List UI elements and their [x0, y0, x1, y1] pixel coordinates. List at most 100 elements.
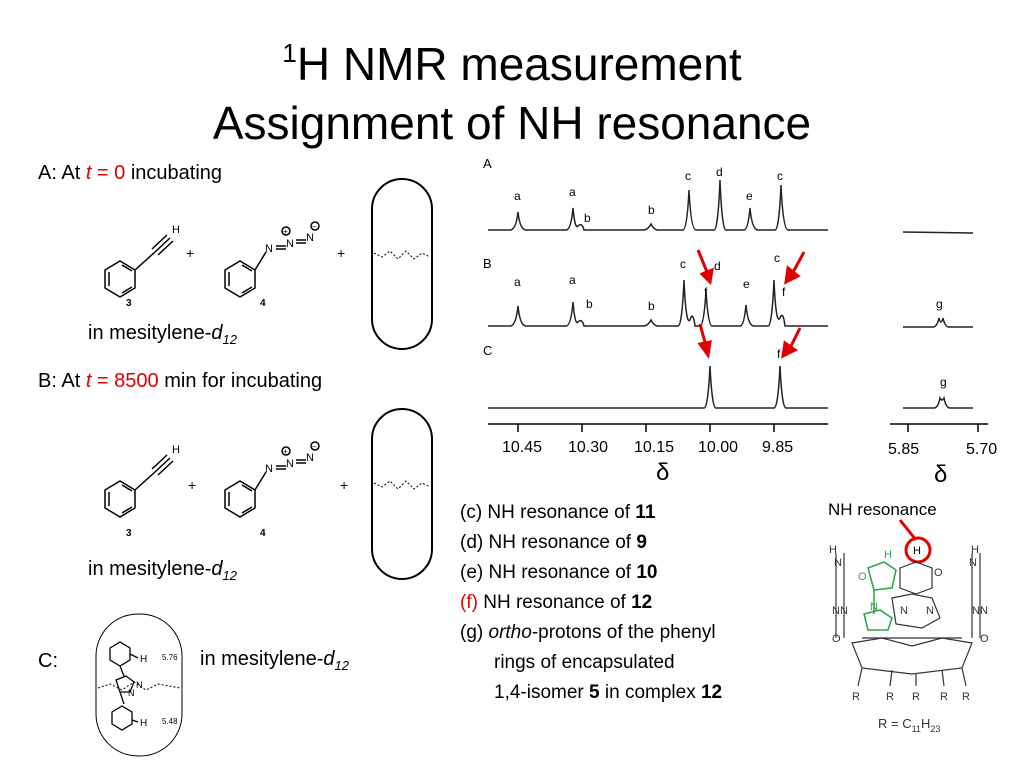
svg-text:+: + — [283, 227, 288, 236]
panel-a-solvent-d: d — [211, 322, 223, 344]
trace-a-side — [902, 231, 974, 234]
panel-b-prefix: B: At — [38, 370, 86, 392]
main-ticks: 10.45 10.30 10.15 10.00 9.85 — [502, 439, 793, 456]
trace-c-side — [903, 395, 973, 409]
panel-a-eq: = 0 — [91, 162, 126, 184]
panel-b-solvent: in mesitylene-d12 — [88, 558, 237, 583]
svg-text:H: H — [172, 224, 180, 236]
title-line-2: Assignment of NH resonance — [212, 97, 812, 149]
svg-text:10.00: 10.00 — [698, 439, 738, 456]
main-axis — [488, 423, 828, 432]
svg-text:5.70: 5.70 — [966, 441, 997, 458]
panel-a-solvent: in mesitylene-d12 — [88, 322, 237, 347]
panel-c-complex: H N N H 5.76 5.48 — [95, 613, 183, 757]
panel-c-solvent-sub: 12 — [334, 658, 349, 673]
green-highlight — [863, 561, 897, 631]
svg-text:b: b — [586, 297, 593, 311]
legend-g-tag: (g) — [460, 622, 489, 643]
panel-a-solvent-text: in mesitylene- — [88, 322, 212, 344]
title-line-1: 1H NMR measurement — [0, 26, 1024, 91]
panel-a-reactants: H + N N N + − + 3 4 — [104, 221, 345, 309]
phenyl-azide-structure — [224, 221, 320, 298]
trace-b-side — [903, 317, 973, 328]
svg-text:R: R — [886, 691, 894, 703]
svg-text:b: b — [648, 299, 655, 313]
svg-text:N: N — [286, 238, 294, 250]
svg-text:H: H — [971, 544, 979, 556]
panel-a-solvent-sub: 12 — [222, 332, 237, 347]
svg-text:N: N — [926, 605, 934, 617]
legend-g3-num: 5 — [589, 682, 600, 703]
panel-b-solvent-text: in mesitylene- — [88, 558, 212, 580]
panel-c-solvent-d: d — [323, 648, 335, 670]
svg-text:g: g — [940, 375, 947, 389]
side-ticks: 5.85 5.70 — [888, 441, 997, 458]
capsule-b-icon — [371, 408, 433, 580]
svg-text:H: H — [829, 544, 837, 556]
svg-text:H: H — [884, 549, 892, 561]
panel-c-solvent: in mesitylene-d12 — [200, 648, 349, 673]
svg-text:N: N — [306, 232, 314, 244]
compound-3-label: 3 — [126, 298, 132, 309]
svg-text:f: f — [704, 285, 708, 299]
svg-text:e: e — [746, 189, 753, 203]
svg-text:H: H — [140, 654, 147, 665]
svg-text:b: b — [648, 203, 655, 217]
panel-a-t: t — [85, 162, 92, 184]
delta-symbol-main: δ — [656, 459, 669, 486]
svg-text:R: R — [912, 691, 920, 703]
panel-b-eq: = 8500 — [91, 370, 159, 392]
svg-text:e: e — [743, 277, 750, 291]
svg-text:+: + — [340, 477, 348, 493]
legend-c-num: 11 — [635, 502, 656, 523]
svg-text:O: O — [980, 633, 989, 645]
trace-label-a: A — [483, 156, 492, 171]
panel-a-suffix: incubating — [125, 162, 223, 184]
svg-text:N: N — [265, 463, 273, 475]
peak-labels-b: a a b b c f d e c f g — [514, 251, 943, 313]
svg-text:−: − — [312, 442, 317, 451]
svg-text:10.30: 10.30 — [568, 439, 608, 456]
legend-g-text: -protons of the phenyl — [531, 622, 716, 643]
nh-highlight-circle — [904, 536, 932, 564]
svg-text:a: a — [569, 185, 576, 199]
svg-text:N: N — [136, 680, 143, 690]
panel-b-suffix: min for incubating — [158, 370, 323, 392]
capsule-a-icon — [371, 178, 433, 350]
legend-g3-text2: in complex — [599, 682, 701, 703]
legend-f-text: NH resonance of — [477, 592, 632, 613]
svg-text:N: N — [265, 243, 273, 255]
panel-b-t: t — [85, 370, 92, 392]
legend-g3: 1,4-isomer 5 in complex 12 — [460, 678, 722, 708]
panel-b-solvent-sub: 12 — [222, 568, 237, 583]
legend: (c) NH resonance of 11 (d) NH resonance … — [460, 498, 722, 708]
svg-text:−: − — [312, 222, 317, 231]
legend-g3-num2: 12 — [700, 682, 723, 703]
compound-3-label-b: 3 — [126, 528, 132, 539]
svg-text:H: H — [140, 718, 147, 729]
trace-b — [488, 279, 828, 327]
svg-text:9.85: 9.85 — [762, 439, 793, 456]
panel-a-label: A: At t = 0 incubating — [38, 162, 222, 185]
panel-b-reactants: H + N N N + − + 3 4 — [104, 441, 348, 539]
trace-c — [488, 365, 828, 409]
r-labels: R R R R R — [852, 691, 970, 703]
svg-text:R: R — [852, 691, 860, 703]
legend-g2: rings of encapsulated — [494, 652, 675, 673]
svg-text:N: N — [306, 452, 314, 464]
svg-text:R = C11H23: R = C11H23 — [878, 716, 940, 734]
legend-e-text: (e) NH resonance of — [460, 562, 637, 583]
svg-text:5.85: 5.85 — [888, 441, 919, 458]
panel-b-label: B: At t = 8500 min for incubating — [38, 370, 322, 393]
svg-text:d: d — [716, 165, 723, 179]
panel-c-solvent-text: in mesitylene- — [200, 648, 324, 670]
compound-4-label-b: 4 — [260, 528, 266, 539]
svg-text:+: + — [337, 245, 345, 261]
svg-text:N: N — [834, 557, 842, 569]
trace-label-c: C — [483, 343, 492, 358]
legend-e-num: 10 — [636, 562, 658, 583]
shift-top: 5.76 — [162, 653, 178, 662]
svg-text:10.45: 10.45 — [502, 439, 542, 456]
nmr-spectra: A B C a a b b c d e c a a b b c f d e c … — [483, 156, 997, 488]
svg-text:H: H — [172, 444, 180, 456]
